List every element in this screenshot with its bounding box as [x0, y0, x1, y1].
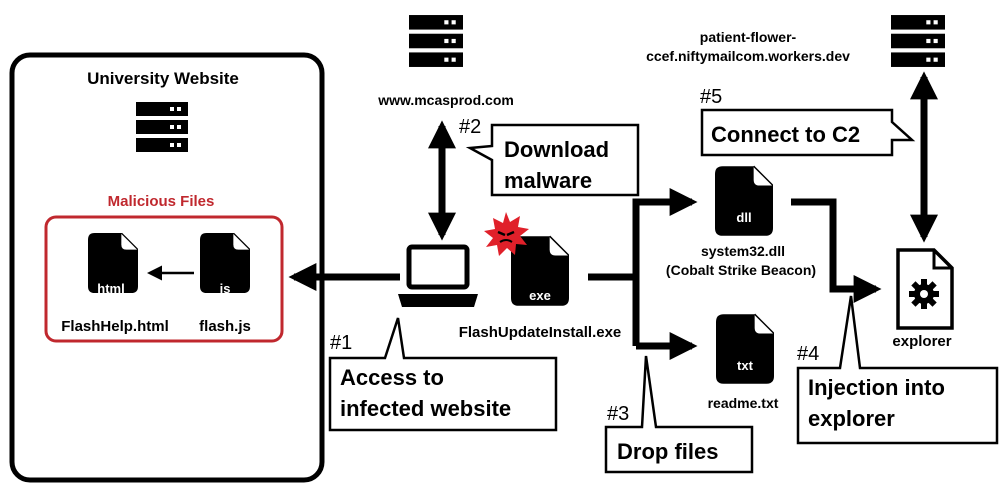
step3-line1: Drop files: [617, 439, 718, 464]
malware-burst-icon: [484, 212, 529, 256]
js-file-ext: js: [219, 281, 231, 296]
step3-number: #3: [607, 403, 629, 425]
university-website-box: University Website Malicious Files html …: [9, 52, 325, 483]
c2-server-label-line2: ccef.niftymailcom.workers.dev: [646, 48, 850, 64]
laptop-icon: [398, 244, 478, 307]
step5-line1: Connect to C2: [711, 122, 860, 147]
exe-file-name: FlashUpdateInstall.exe: [459, 324, 622, 341]
js-file-name: flash.js: [199, 318, 251, 335]
callout-access-website: Access to infected website: [328, 317, 558, 432]
c2-server-label-line1: patient-flower-: [700, 29, 797, 45]
download-server-icon: [409, 15, 463, 67]
download-server-label: www.mcasprod.com: [377, 92, 514, 108]
exe-file-ext: exe: [529, 288, 551, 303]
step2-line2: malware: [504, 168, 592, 193]
dll-file-icon: [715, 165, 773, 237]
explorer-icon: [896, 248, 954, 330]
txt-file-name: readme.txt: [708, 395, 779, 411]
step5-number: #5: [700, 86, 722, 108]
step1-number: #1: [330, 332, 352, 354]
step2-number: #2: [459, 116, 481, 138]
callout-injection-explorer: Injection into explorer: [796, 295, 999, 445]
step2-line1: Download: [504, 137, 609, 162]
drop-files-arrows: [588, 188, 698, 360]
step4-line1: Injection into: [808, 375, 945, 400]
dll-to-explorer-arrow: [791, 198, 882, 303]
callout-drop-files: Drop files: [604, 355, 754, 474]
callout-download-malware: Download malware: [465, 123, 640, 197]
step1-line1: Access to: [340, 365, 444, 390]
dll-file-sub: (Cobalt Strike Beacon): [666, 262, 816, 278]
c2-server-icon: [891, 15, 945, 67]
step4-line2: explorer: [808, 406, 895, 431]
dll-file-ext: dll: [736, 210, 751, 225]
html-file-name: FlashHelp.html: [61, 318, 169, 335]
malicious-files-label: Malicious Files: [108, 193, 215, 210]
html-file-ext: html: [97, 281, 124, 296]
exe-file-icon: exe: [511, 235, 569, 307]
dll-file-name: system32.dll: [701, 243, 785, 259]
callout-connect-c2: Connect to C2: [700, 108, 916, 157]
step1-line2: infected website: [340, 396, 511, 421]
malicious-files-box: [44, 215, 284, 343]
txt-file-icon: [716, 313, 774, 385]
explorer-label: explorer: [892, 333, 951, 350]
step4-number: #4: [797, 343, 819, 365]
university-title: University Website: [87, 69, 239, 88]
txt-file-ext: txt: [737, 358, 754, 373]
university-server-icon: [136, 102, 188, 152]
